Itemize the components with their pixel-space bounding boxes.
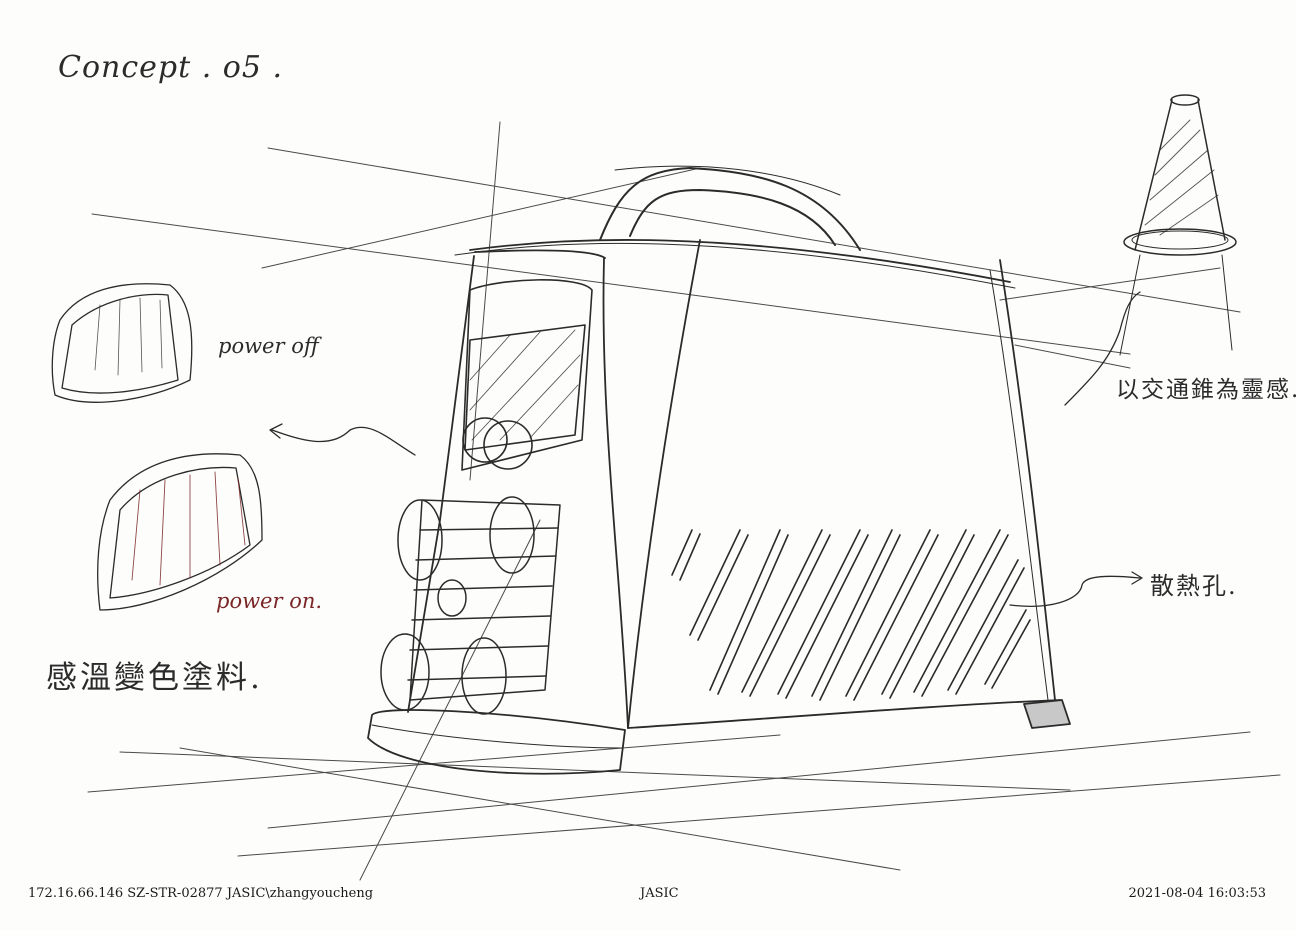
front-controls bbox=[380, 496, 561, 715]
vent-holes-label: 散熱孔. bbox=[1150, 572, 1238, 600]
power-off-sketch bbox=[51, 283, 193, 403]
construction-lines bbox=[87, 121, 1281, 881]
power-on-label: power on. bbox=[216, 589, 323, 613]
power-off-label: power off bbox=[218, 334, 319, 358]
traffic-cone-sketch bbox=[1119, 94, 1237, 356]
footer-timestamp: 2021-08-04 16:03:53 bbox=[1128, 886, 1266, 901]
concept-title: Concept . o5 . bbox=[58, 50, 283, 85]
footer-watermark-center: JASIC bbox=[640, 886, 679, 901]
carry-handle bbox=[599, 165, 861, 251]
vent-slots bbox=[671, 529, 1031, 701]
cone-inspiration-label: 以交通錐為靈感. bbox=[1116, 377, 1296, 403]
heater-body bbox=[367, 239, 1071, 775]
power-on-sketch bbox=[97, 453, 263, 611]
annotation-arrows bbox=[269, 291, 1143, 607]
display-window bbox=[461, 279, 593, 471]
footer-watermark-left: 172.16.66.146 SZ-STR-02877 JASIC\zhangyo… bbox=[28, 886, 374, 901]
thermochromic-paint-label: 感溫變色塗料. bbox=[46, 660, 263, 696]
